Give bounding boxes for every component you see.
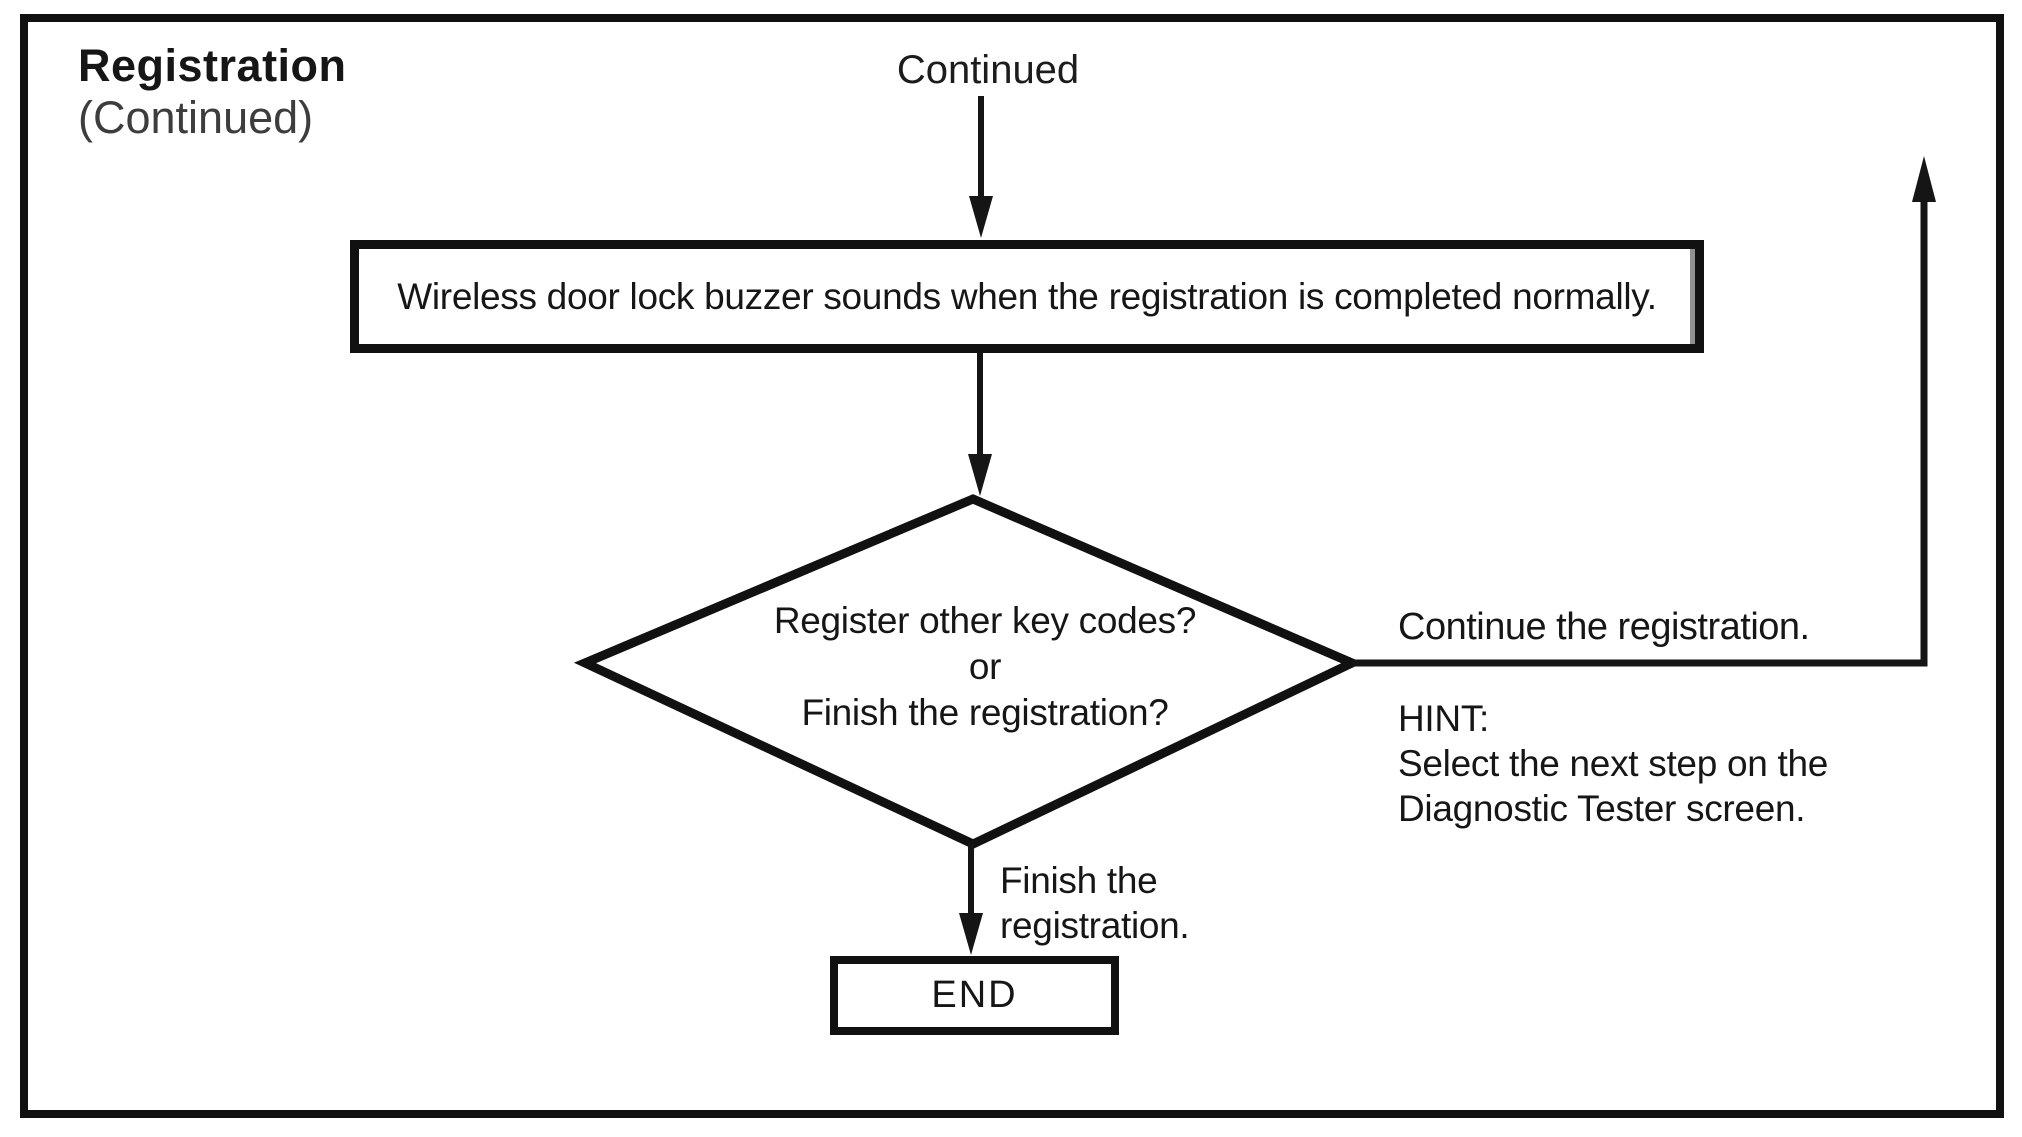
- continue-branch-label: Continue the registration.: [1398, 606, 1810, 648]
- page-title: Registration (Continued): [78, 40, 347, 144]
- decision-line1: Register other key codes?: [773, 600, 1197, 641]
- process-box-text: Wireless door lock buzzer sounds when th…: [397, 275, 1657, 317]
- decision-line2: or: [968, 646, 1002, 687]
- finish-branch-label: Finish the registration.: [1000, 858, 1190, 948]
- decision-to-end-arrow-head: [959, 913, 983, 955]
- entry-arrow-head: [969, 196, 993, 238]
- end-label: END: [931, 974, 1018, 1016]
- hint-note: HINT: Select the next step on the Diagno…: [1398, 696, 1828, 831]
- process-box: Wireless door lock buzzer sounds when th…: [350, 240, 1704, 353]
- process-to-decision-arrow-head: [968, 454, 992, 496]
- hint-title: HINT:: [1398, 698, 1490, 739]
- hint-line2: Diagnostic Tester screen.: [1398, 788, 1806, 829]
- decision-line3: Finish the registration?: [801, 692, 1169, 733]
- continue-branch-arrow-head: [1912, 156, 1936, 202]
- continued-entry-label: Continued: [896, 48, 1080, 92]
- continue-branch-line: [1352, 200, 1928, 667]
- diagram-outer-frame: [20, 14, 2004, 1118]
- end-terminator-box: END: [830, 956, 1119, 1035]
- page-title-line2: (Continued): [78, 92, 314, 143]
- decision-label: Register other key codes? or Finish the …: [640, 598, 1330, 736]
- hint-line1: Select the next step on the: [1398, 743, 1829, 784]
- page-title-line1: Registration: [78, 40, 347, 91]
- finish-label-line1: Finish the: [1000, 860, 1158, 901]
- finish-label-line2: registration.: [1000, 905, 1190, 946]
